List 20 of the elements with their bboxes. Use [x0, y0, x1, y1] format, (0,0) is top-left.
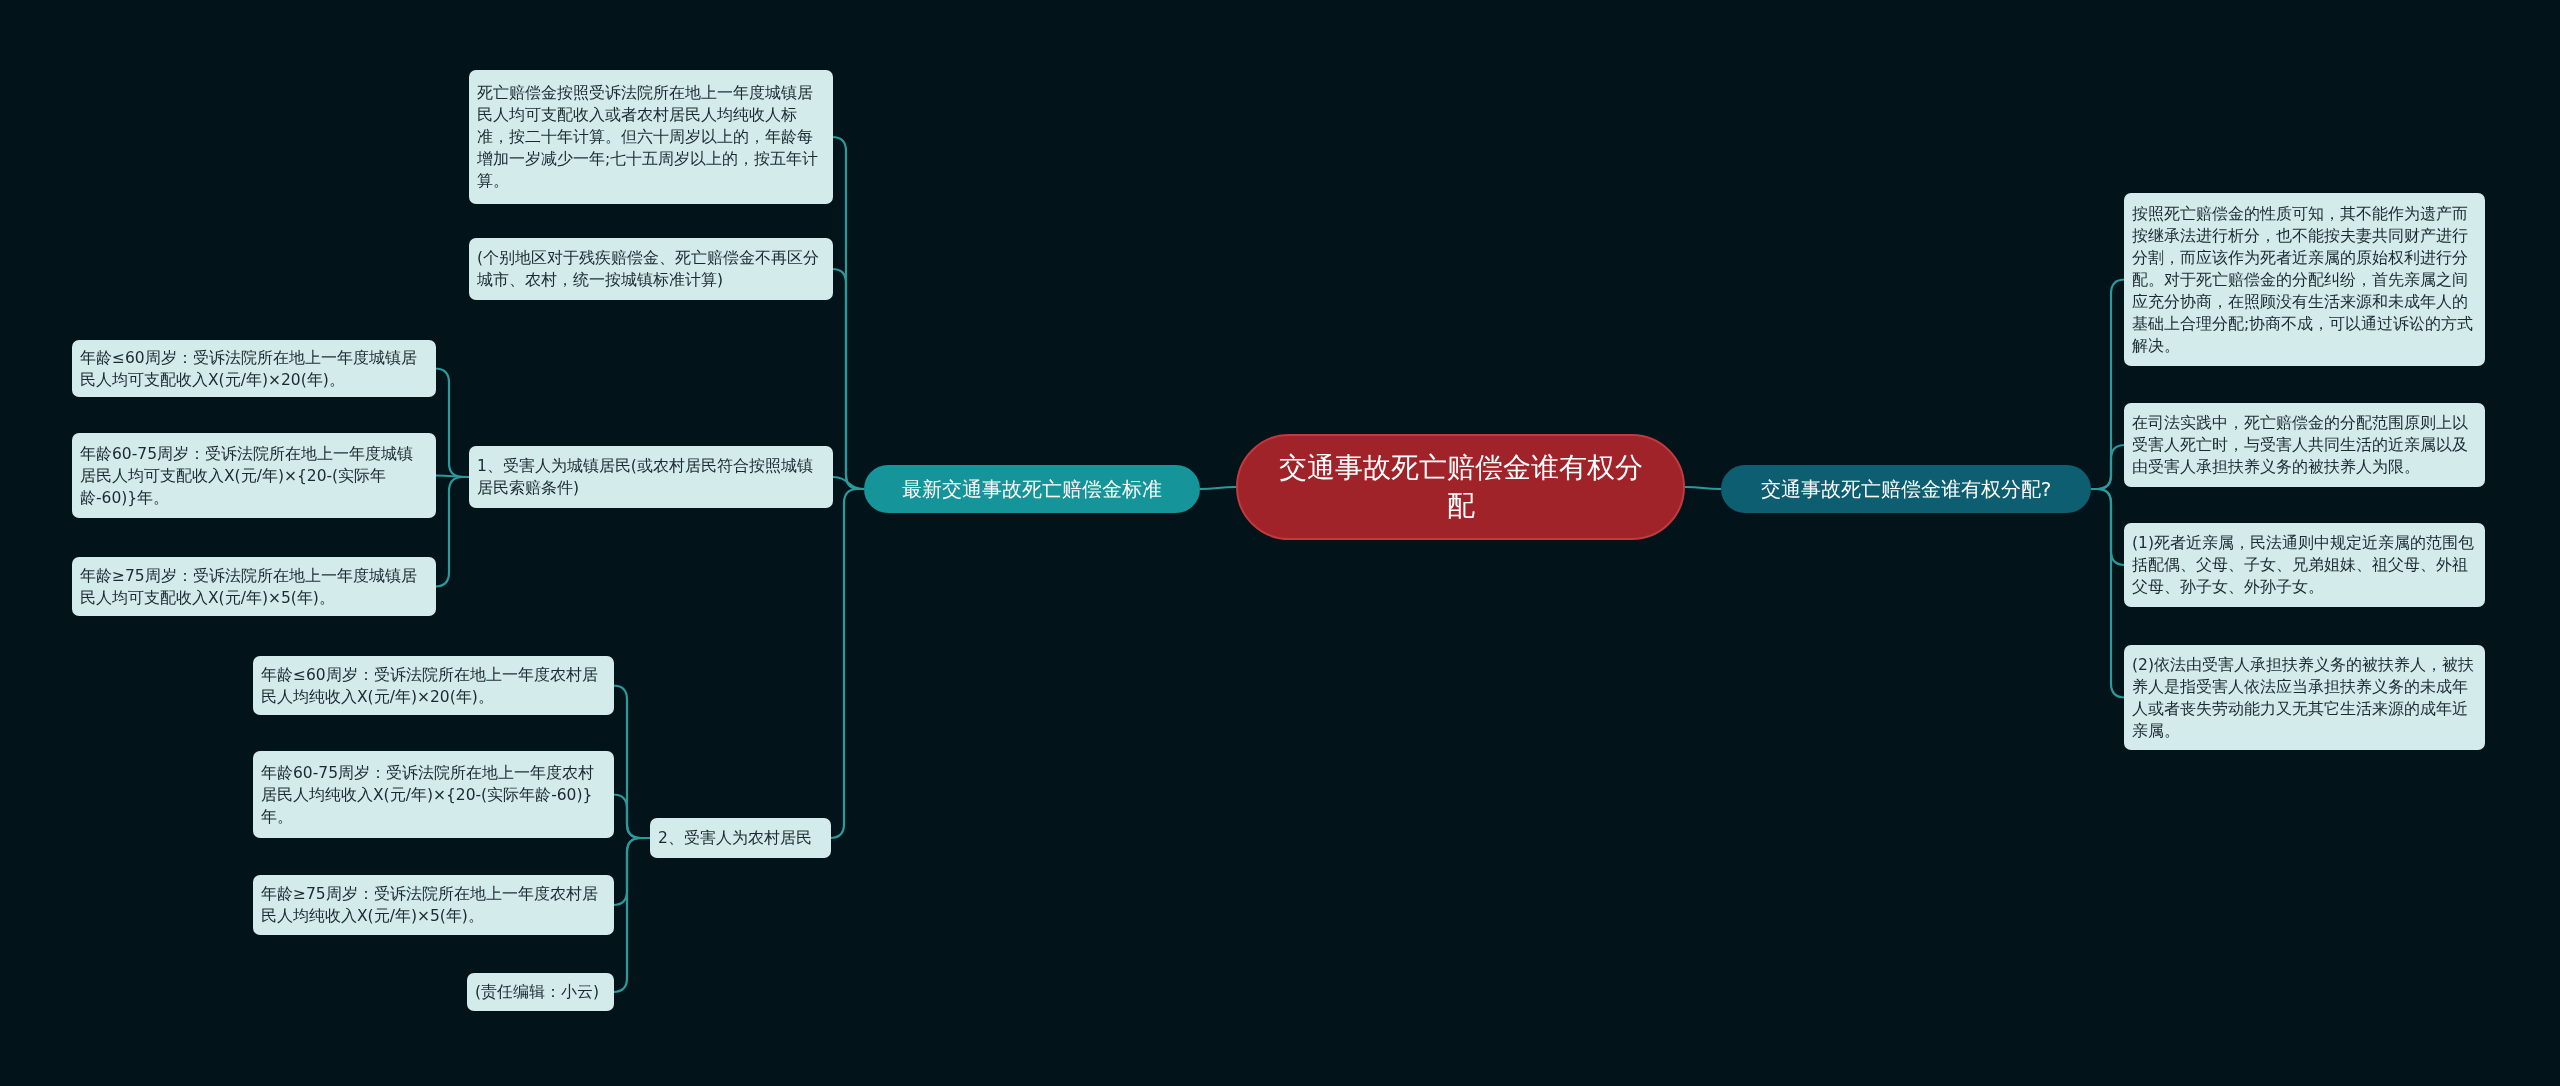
topic-box: 年龄60-75周岁：受诉法院所在地上一年度农村居民人均纯收入X(元/年)×{20-(实际年龄-60)}年。: [253, 751, 614, 838]
topic-box: 年龄≤60周岁：受诉法院所在地上一年度农村居民人均纯收入X(元/年)×20(年)。: [253, 656, 614, 715]
central-topic: 交通事故死亡赔偿金谁有权分配: [1236, 434, 1685, 540]
topic-box: (个别地区对于残疾赔偿金、死亡赔偿金不再区分城市、农村，统一按城镇标准计算): [469, 238, 833, 300]
topic-box: 年龄≤60周岁：受诉法院所在地上一年度城镇居民人均可支配收入X(元/年)×20(年)。: [72, 340, 436, 397]
topic-box: 年龄≥75周岁：受诉法院所在地上一年度城镇居民人均可支配收入X(元/年)×5(年)。: [72, 557, 436, 616]
topic-box: 1、受害人为城镇居民(或农村居民符合按照城镇居民索赔条件): [469, 446, 833, 508]
topic-box: 在司法实践中，死亡赔偿金的分配范围原则上以受害人死亡时，与受害人共同生活的近亲属以及由受害人承担扶养义务的被扶养人为限。: [2124, 403, 2485, 487]
topic-box: (1)死者近亲属，民法通则中规定近亲属的范围包括配偶、父母、子女、兄弟姐妹、祖父母、外祖父母、孙子女、外孙子女。: [2124, 523, 2485, 607]
topic-box: 按照死亡赔偿金的性质可知，其不能作为遗产而按继承法进行析分，也不能按夫妻共同财产进行分割，而应该作为死者近亲属的原始权利进行分配。对于死亡赔偿金的分配纠纷，首先亲属之间应充分协商，在照顾没有生活来源和未成年人的基础上合理分配;协商不成，可以通过诉讼的方式解决。: [2124, 193, 2485, 366]
topic-box: 年龄≥75周岁：受诉法院所在地上一年度农村居民人均纯收入X(元/年)×5(年)。: [253, 875, 614, 935]
branch-topic: 交通事故死亡赔偿金谁有权分配?: [1721, 465, 2091, 513]
topic-box: 年龄60-75周岁：受诉法院所在地上一年度城镇居民人均可支配收入X(元/年)×{20-(实际年龄-60)}年。: [72, 433, 436, 518]
connector-line: [1685, 485, 1721, 491]
branch-topic: 最新交通事故死亡赔偿金标准: [864, 465, 1200, 513]
topic-box: 死亡赔偿金按照受诉法院所在地上一年度城镇居民人均可支配收入或者农村居民人均纯收人标准，按二十年计算。但六十周岁以上的，年龄每增加一岁减少一年;七十五周岁以上的，按五年计算。: [469, 70, 833, 204]
topic-box: (责任编辑：小云): [467, 973, 614, 1011]
topic-box: (2)依法由受害人承担扶养义务的被扶养人，被扶养人是指受害人依法应当承担扶养义务的未成年人或者丧失劳动能力又无其它生活来源的成年近亲属。: [2124, 645, 2485, 750]
connector-line: [1200, 485, 1236, 491]
topic-box: 2、受害人为农村居民: [650, 818, 831, 858]
